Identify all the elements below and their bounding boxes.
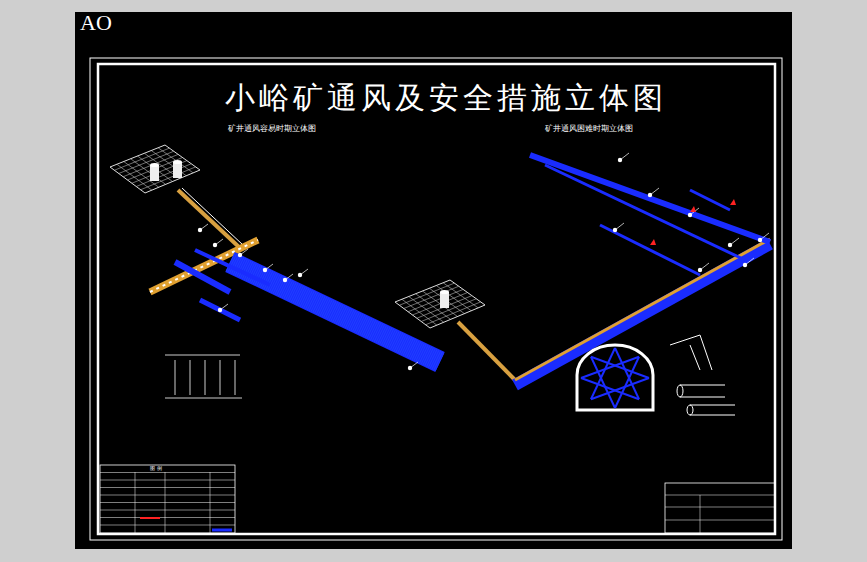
sheet-size: AO: [80, 12, 112, 34]
roadway: [515, 244, 770, 385]
shaft-head: [173, 162, 182, 178]
pipe-sketch: [670, 335, 735, 415]
shaft-head: [150, 165, 159, 181]
roadway: [530, 155, 770, 242]
roadway: [200, 300, 240, 320]
roadway: [178, 190, 240, 248]
surface-grid: [110, 145, 200, 193]
section-sketch: [165, 355, 242, 398]
roadway: [175, 262, 230, 292]
roadway: [182, 188, 243, 245]
view-title: 矿井通风容易时期立体图: [228, 125, 316, 133]
roadway: [515, 239, 770, 380]
roadway: [600, 225, 700, 275]
view-title: 矿井通风困难时期立体图: [545, 125, 633, 133]
roadway: [195, 250, 270, 285]
surface-grid: [395, 280, 485, 328]
roadway: [458, 322, 515, 380]
drawing-title: 小峪矿通风及安全措施立体图: [0, 78, 867, 119]
mine-model: [100, 145, 775, 533]
title-block: [665, 483, 775, 533]
inner-frame: [98, 64, 775, 534]
table-heading: 图 例: [150, 466, 162, 471]
roadway: [545, 165, 745, 260]
tunnel-section: [577, 345, 653, 410]
outer-frame: [90, 58, 782, 540]
shaft-head: [440, 292, 449, 308]
roadway: [690, 190, 730, 210]
legend-table: [100, 465, 235, 533]
